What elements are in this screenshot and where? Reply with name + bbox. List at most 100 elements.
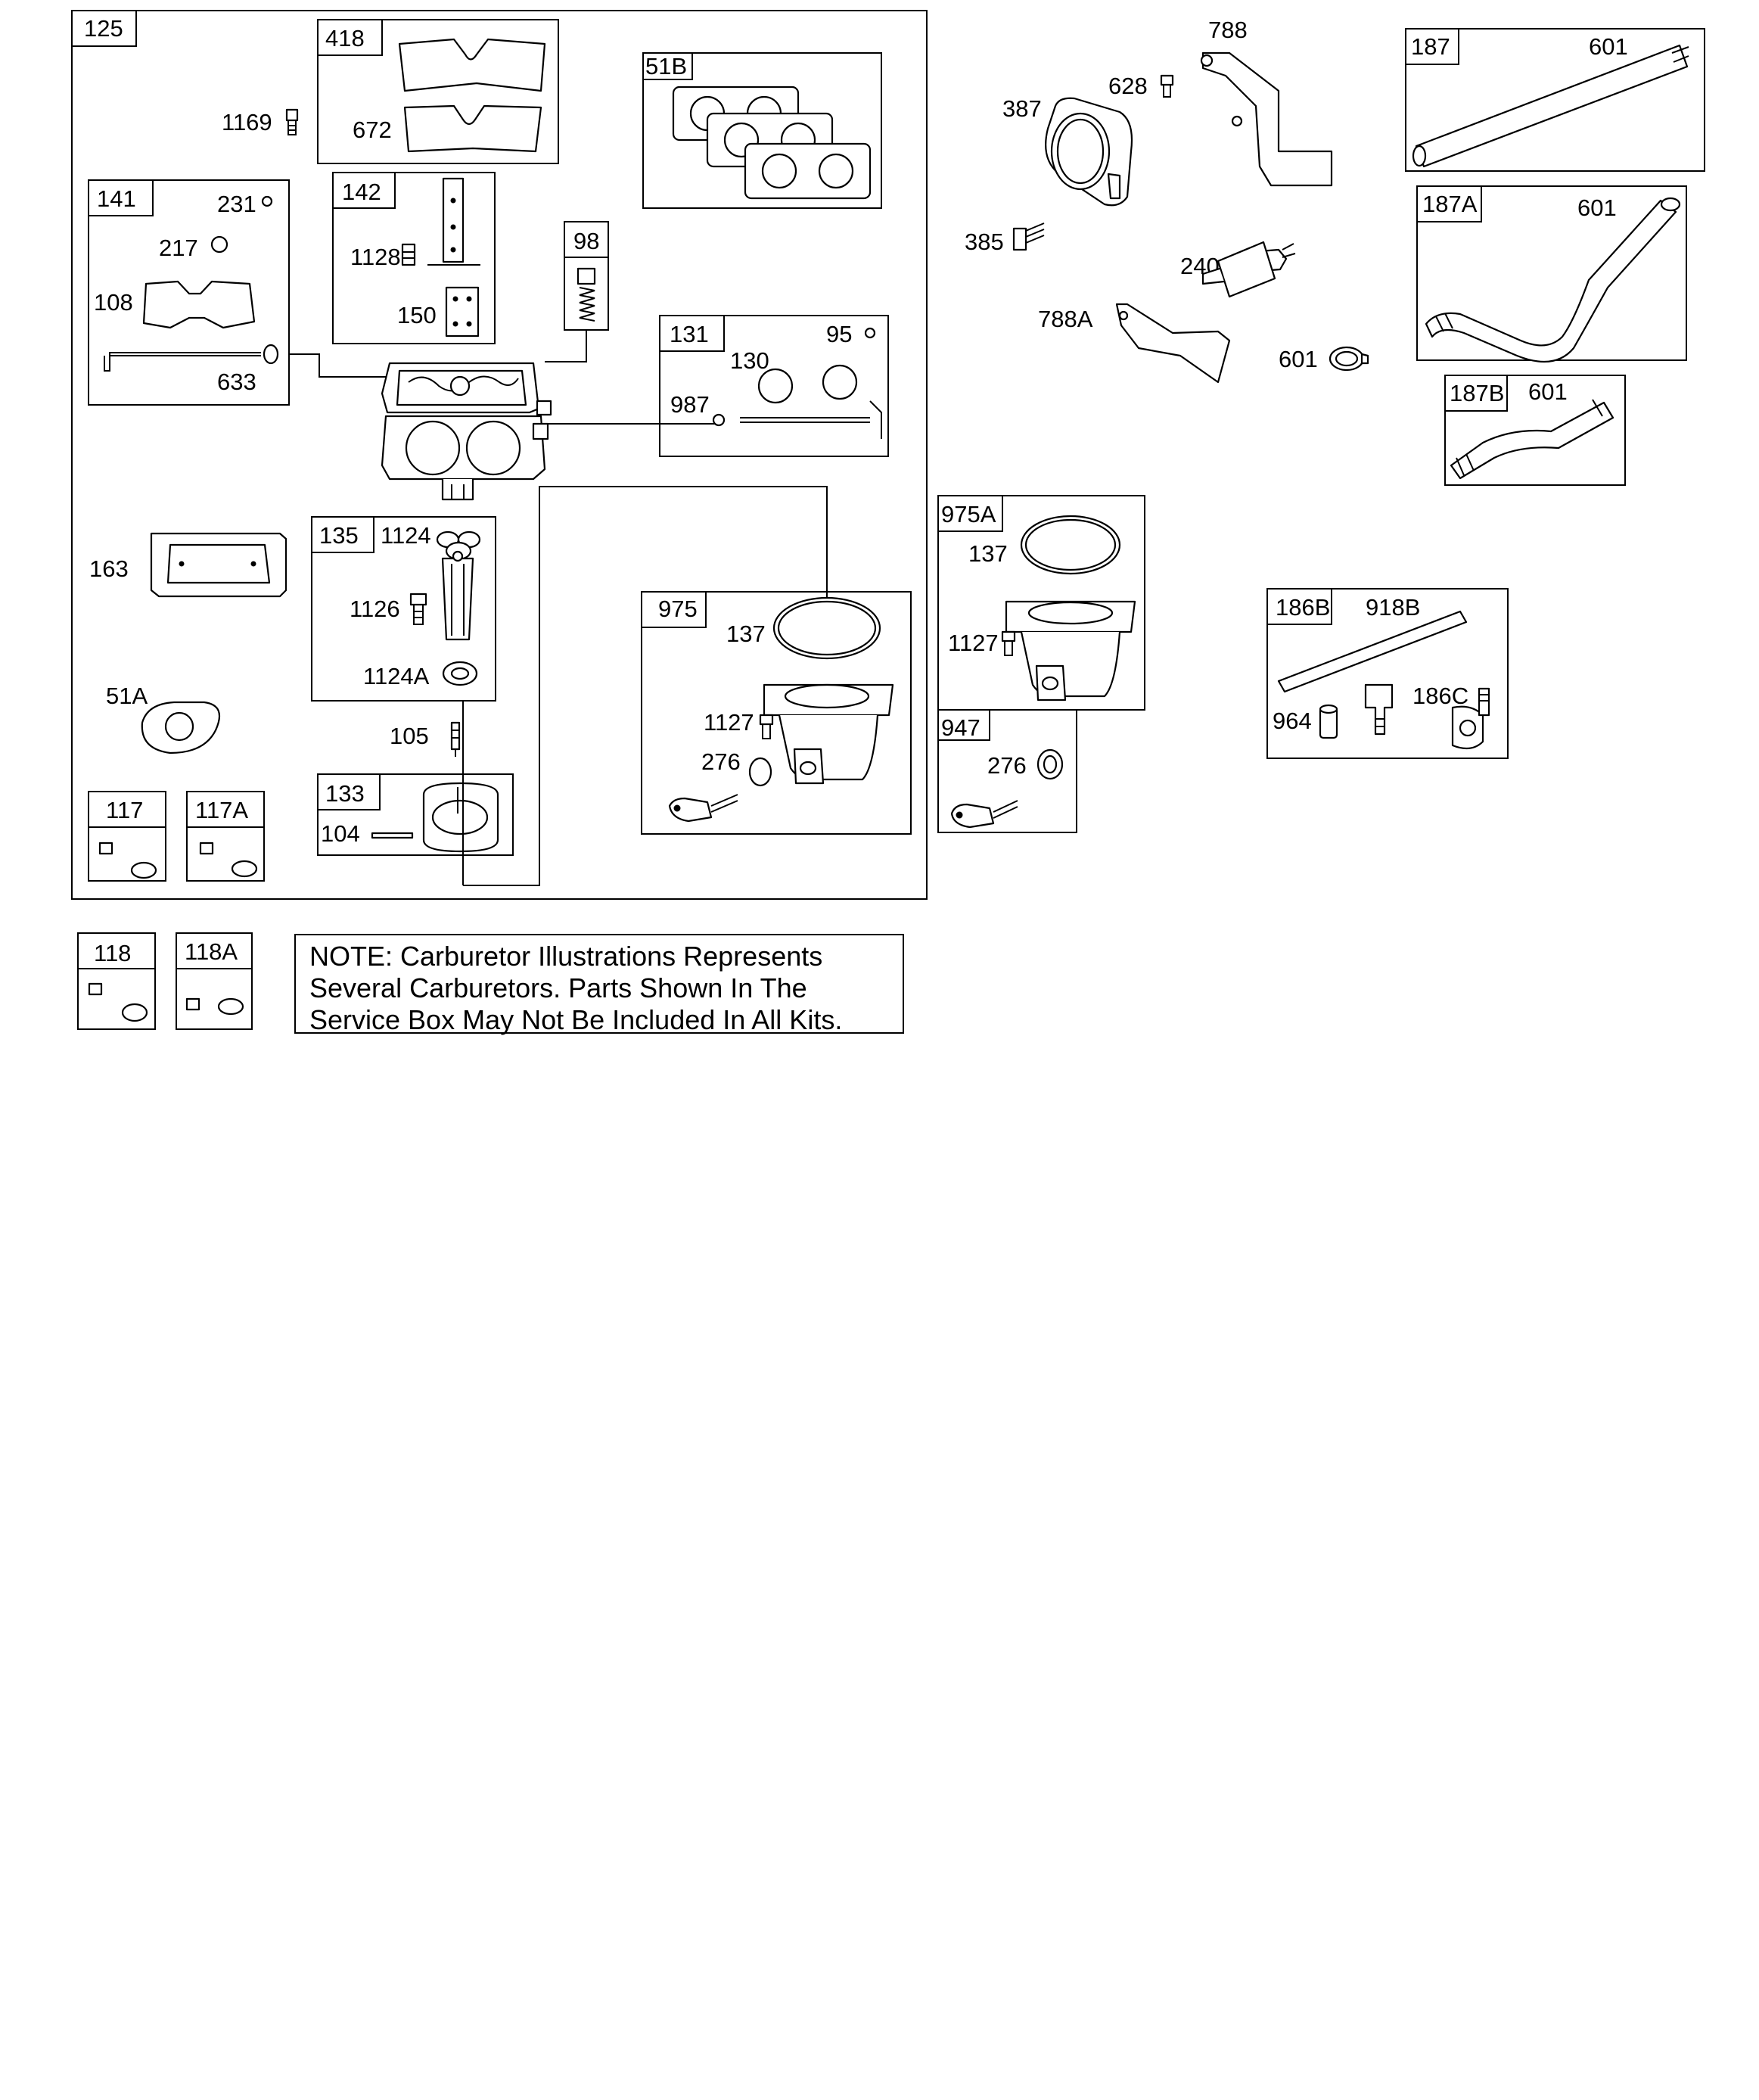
callout-1124A: 1124A [363, 663, 430, 689]
plate-130b-icon [822, 364, 858, 400]
bracket-788-icon [1200, 51, 1333, 187]
box-98-label: 98 [573, 228, 599, 254]
box-187B: 187B 601 [1444, 375, 1626, 486]
box-51B: 51B [642, 52, 882, 209]
box-51B-label: 51B [645, 53, 687, 79]
box-125-label: 125 [84, 15, 123, 42]
box-187B-label: 187B [1450, 380, 1504, 406]
box-117-label: 117 [106, 797, 143, 823]
callout-601-187B: 601 [1528, 378, 1568, 405]
callout-276-975: 276 [701, 748, 741, 775]
box-118-label: 118 [94, 940, 131, 966]
screw-95-icon [864, 327, 876, 339]
box-975A: 975A 137 1127 [937, 495, 1145, 711]
screw-1128-icon [401, 243, 416, 266]
washer-987-icon [712, 413, 726, 427]
carburetor-note: NOTE: Carburetor Illustrations Represent… [294, 934, 904, 1035]
bowl-975A-icon [1005, 600, 1136, 702]
washer-117-icon [130, 861, 157, 879]
callout-1127-975: 1127 [704, 709, 754, 736]
screw-1126-icon [409, 593, 427, 625]
gasket-418-icon [398, 38, 546, 92]
note-line-1: NOTE: Carburetor Illustrations Represent… [309, 941, 823, 972]
callout-1124: 1124 [381, 522, 431, 549]
callout-186C: 186C [1412, 683, 1468, 709]
callout-51A: 51A [106, 683, 148, 709]
needle-105-icon [450, 721, 461, 757]
screw-385-icon [1012, 222, 1045, 251]
filter-964-icon [1319, 704, 1338, 739]
screw-1127-975-icon [759, 714, 774, 739]
callout-964: 964 [1273, 708, 1312, 734]
plate-108-icon [142, 280, 256, 329]
callout-1169: 1169 [222, 109, 272, 135]
callout-387: 387 [1002, 95, 1042, 122]
callout-1128: 1128 [350, 244, 401, 270]
callout-276-947: 276 [987, 752, 1027, 779]
shaft-131-icon [740, 400, 882, 439]
callout-788A: 788A [1038, 306, 1093, 332]
box-141: 141 231 217 108 633 [88, 179, 290, 406]
box-133-label: 133 [325, 780, 365, 807]
callout-601-clamp: 601 [1279, 346, 1318, 372]
washer-117A-icon [231, 860, 258, 878]
callout-137-975: 137 [726, 621, 766, 647]
box-135-label: 135 [319, 522, 359, 549]
gasket-163-icon [150, 532, 287, 598]
fuel-line-918B-icon [1277, 610, 1468, 693]
callout-163: 163 [89, 555, 129, 582]
plate-150-icon [445, 286, 480, 338]
box-975A-label: 975A [941, 501, 996, 527]
box-187A-label: 187A [1422, 191, 1478, 217]
callout-385: 385 [965, 229, 1004, 255]
box-142: 142 1128 150 [332, 172, 496, 344]
box-418: 418 672 [317, 19, 559, 164]
note-line-2: Several Carburetors. Parts Shown In The [309, 972, 807, 1003]
box-98: 98 [564, 221, 609, 331]
box-117A-label: 117A [195, 797, 248, 823]
shaft-633-icon [104, 352, 261, 372]
washer-276-975-icon [748, 757, 772, 787]
carburetor-body-icon [381, 362, 552, 501]
screw-118A-icon [185, 997, 200, 1011]
box-186B: 186B 918B 964 186C [1266, 588, 1509, 759]
callout-672: 672 [353, 117, 392, 143]
valve-186C-icon [1451, 687, 1490, 750]
screw-117-icon [98, 842, 113, 855]
solenoid-947-975-icon [668, 794, 738, 823]
callout-601-187A: 601 [1577, 194, 1617, 221]
callout-150: 150 [397, 302, 437, 328]
box-975-label: 975 [658, 596, 698, 622]
bracket-142-icon [427, 177, 480, 266]
box-117: 117 [88, 791, 166, 882]
pin-104-icon [371, 832, 414, 839]
callout-95: 95 [826, 321, 852, 347]
spring-98-icon [576, 267, 596, 322]
box-947-label: 947 [941, 714, 981, 741]
box-186B-label: 186B [1276, 594, 1330, 621]
washer-118-icon [121, 1003, 148, 1022]
bracket-788A-icon [1115, 303, 1231, 384]
fuel-pump-387-icon [1045, 97, 1133, 207]
callout-1127-975A: 1127 [948, 630, 999, 656]
box-142-label: 142 [342, 179, 381, 205]
note-line-3: Service Box May Not Be Included In All K… [309, 1004, 843, 1035]
box-141-label: 141 [97, 185, 136, 212]
callout-217: 217 [159, 235, 198, 261]
callout-628: 628 [1108, 73, 1148, 99]
box-118: 118 [77, 932, 156, 1030]
box-135: 135 1124 1126 1124A [311, 516, 496, 702]
box-117A: 117A [186, 791, 265, 882]
callout-231: 231 [217, 191, 256, 217]
fuel-line-187B-icon [1450, 401, 1614, 480]
box-187: 187 601 [1405, 28, 1705, 172]
screw-628-icon [1160, 74, 1174, 98]
callout-104: 104 [321, 820, 360, 847]
screw-1127-975A-icon [1001, 630, 1016, 656]
box-118A-label: 118A [185, 938, 238, 965]
callout-987: 987 [670, 391, 710, 418]
callout-108: 108 [94, 289, 133, 316]
callout-130: 130 [730, 347, 769, 374]
box-118A: 118A [176, 932, 253, 1030]
